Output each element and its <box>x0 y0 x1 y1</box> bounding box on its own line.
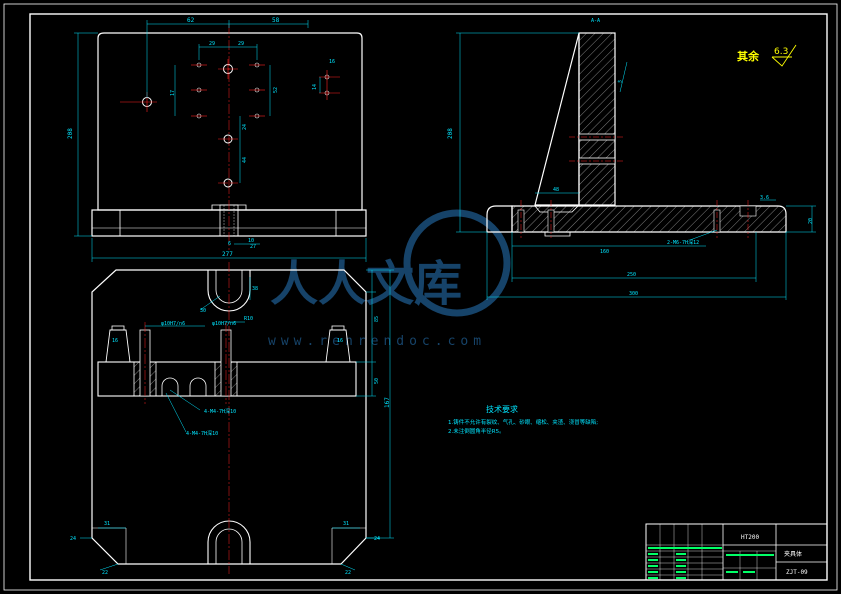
dim-14: 14 <box>312 84 318 90</box>
section-view: A-A <box>447 18 816 300</box>
top-dim-167: 167 <box>384 397 391 408</box>
section-label: A-A <box>591 18 600 24</box>
dim-208: 208 <box>67 128 74 139</box>
sec-dim-160: 160 <box>600 249 609 255</box>
watermark: 人人文库 www.renrendoc.com <box>268 209 511 349</box>
sec-dim-3-6: 3.6 <box>760 195 769 201</box>
dim-27: 27 <box>250 244 256 250</box>
sec-dim-250: 250 <box>627 272 636 278</box>
tech-req-item-1: 1.铸件不允许有裂纹、气孔、砂眼、缩松、夹渣、浇冒等缺陷; <box>448 418 598 426</box>
sec-hole-note: 2-M6-7H深12 <box>667 239 699 246</box>
tech-req-item-2: 2.未注倒圆角半径R5。 <box>448 427 505 435</box>
dim-17: 17 <box>170 90 176 96</box>
dim-277: 277 <box>222 251 233 258</box>
dim-52: 52 <box>273 87 279 93</box>
tech-req-title: 技术要求 <box>486 404 518 414</box>
top-fit-1: φ10H7/n6 <box>161 321 185 327</box>
dim-58: 58 <box>272 17 280 24</box>
sec-dim-5: 5 <box>617 79 624 83</box>
tb-material: HT200 <box>741 534 759 541</box>
top-fit-2: φ10H7/n6 <box>212 321 236 327</box>
top-dim-r10: R10 <box>244 316 253 322</box>
dim-62: 62 <box>187 17 195 24</box>
top-dim-31b: 31 <box>343 521 349 527</box>
dim-10: 10 <box>248 238 254 244</box>
top-dim-16a: 16 <box>112 338 118 344</box>
top-dim-22a: 22 <box>102 570 108 576</box>
inner-frame <box>29 13 828 581</box>
roughness-value: 6.3 <box>774 47 788 57</box>
top-dim-24b: 24 <box>374 536 380 542</box>
sec-dim-48: 48 <box>553 187 559 193</box>
tb-part-name: 夹具体 <box>784 550 802 558</box>
top-dim-24a: 24 <box>70 536 76 542</box>
top-dim-85: 85 <box>374 316 380 322</box>
sec-dim-208: 208 <box>447 128 454 139</box>
top-dim-31a: 31 <box>104 521 110 527</box>
front-dimension-lines <box>74 20 367 262</box>
sec-dim-300: 300 <box>629 291 638 297</box>
dim-6: 6 <box>228 241 231 247</box>
top-hole-2: 4-M4-7H深10 <box>186 430 218 437</box>
dim-24: 24 <box>242 124 248 130</box>
title-block: HT200 夹具体 ZJT-09 <box>645 523 828 581</box>
roughness-symbol: 其余 6.3 <box>737 44 797 67</box>
front-view: 62 58 29 29 17 52 14 16 24 44 208 6 10 2… <box>67 17 367 262</box>
outer-border <box>3 3 838 591</box>
tech-requirements: 技术要求 1.铸件不允许有裂纹、气孔、砂眼、缩松、夹渣、浇冒等缺陷; 2.未注倒… <box>448 404 598 435</box>
top-dim-38: 38 <box>252 286 258 292</box>
top-dim-50: 50 <box>374 378 380 384</box>
top-view: 38 30 R10 φ10H7/n6 φ10H7/n6 16 16 85 50 … <box>70 262 394 576</box>
dim-29a: 29 <box>209 41 215 47</box>
watermark-url: www.renrendoc.com <box>268 334 486 349</box>
tb-drawing-no: ZJT-09 <box>786 569 808 576</box>
top-hole-1: 4-M4-7H深10 <box>204 408 236 415</box>
top-dim-30: 30 <box>200 308 206 314</box>
dim-44: 44 <box>242 157 248 163</box>
sec-dim-20: 20 <box>808 218 814 224</box>
dim-16: 16 <box>329 59 335 65</box>
dim-29b: 29 <box>238 41 244 47</box>
roughness-text: 其余 <box>737 49 760 63</box>
front-holes <box>120 59 340 188</box>
top-dim-16b: 16 <box>337 338 343 344</box>
top-dim-22b: 22 <box>345 570 351 576</box>
